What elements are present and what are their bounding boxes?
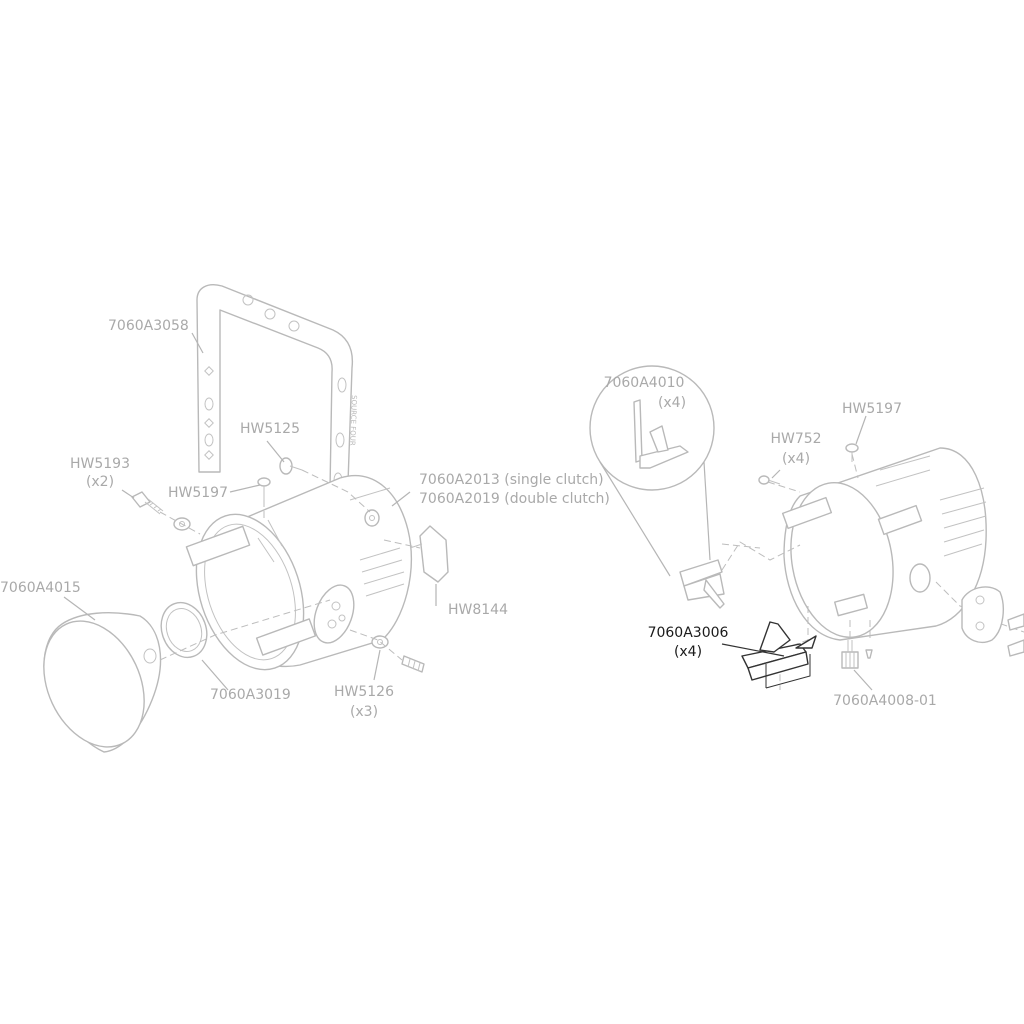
callout-spring-clip: 7060A4010 [604, 375, 685, 391]
screw-hw5197-part [257, 477, 271, 500]
callout-knob: HW8144 [448, 602, 508, 618]
lamp-body-right-part [781, 447, 987, 641]
callout-screw-small: HW752 [770, 431, 821, 447]
washer-body-part [364, 509, 380, 527]
callout-bolt-left: HW5193 [70, 456, 130, 472]
clutch-plate-part [313, 584, 355, 644]
detail-magnifier [589, 365, 715, 577]
reflector-part [43, 612, 162, 753]
callout-screw-right: HW5197 [842, 401, 902, 417]
lamp-body-part [185, 474, 412, 671]
thumbscrew-part [841, 640, 873, 669]
callout-body: 7060A2013 (single clutch) [419, 472, 604, 488]
screw-hw5197-right-part [845, 443, 859, 462]
callout-washer-qty: (x3) [350, 704, 378, 720]
callout-bolt-left-qty: (x2) [86, 474, 114, 490]
callout-labels: 7060A3058 HW5193 (x2) HW5125 HW5197 7060… [0, 318, 937, 720]
callout-highlight: 7060A3006 [648, 625, 729, 641]
rear-plate-part [961, 586, 1024, 657]
callout-spring-clip-qty: (x4) [658, 395, 686, 411]
callout-body-alt: 7060A2019 (double clutch) [419, 491, 610, 507]
callout-ring: 7060A3019 [210, 687, 291, 703]
callout-screw-small-qty: (x4) [782, 451, 810, 467]
tilt-knob-part [409, 525, 449, 583]
screw-hw752-part [758, 475, 781, 485]
callout-yoke: 7060A3058 [108, 318, 189, 334]
yoke-engraving: SOURCE FOUR [348, 395, 358, 446]
highlighted-clip-part [741, 621, 817, 689]
callout-highlight-qty: (x4) [674, 644, 702, 660]
callout-screw-mid: HW5197 [168, 485, 228, 501]
callout-washer: HW5126 [334, 684, 394, 700]
callout-thumbscrew: 7060A4008-01 [833, 693, 937, 709]
screw-hw5125-part [279, 457, 303, 475]
spring-clip-part [679, 559, 725, 609]
callout-reflector: 7060A4015 [0, 580, 81, 596]
callout-screw-top: HW5125 [240, 421, 300, 437]
